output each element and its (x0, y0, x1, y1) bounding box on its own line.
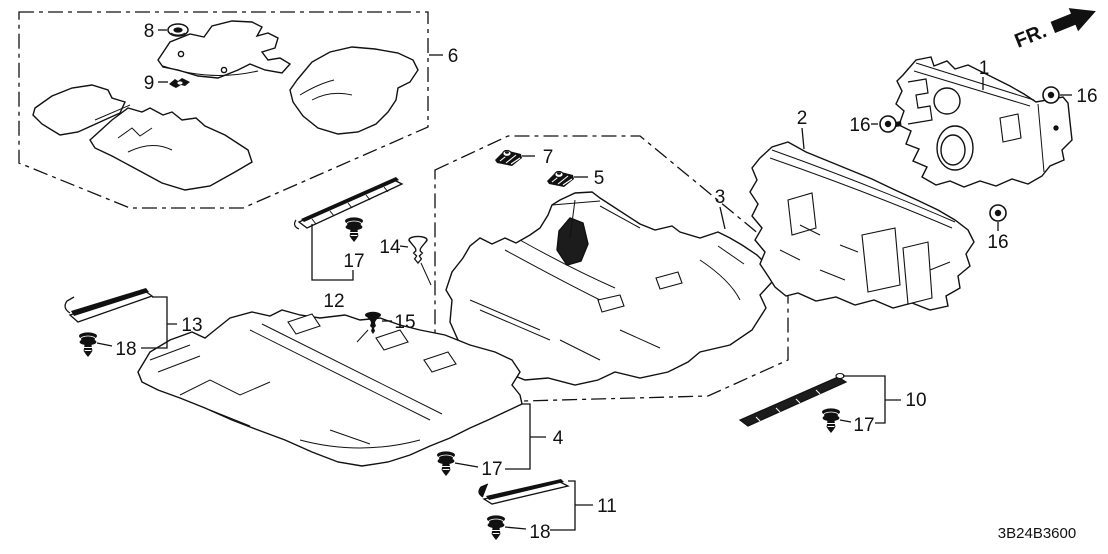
callout-10: 10 (905, 390, 926, 411)
part-drawing-3 (445, 191, 773, 386)
callout-5: 5 (594, 168, 605, 189)
callout-8: 8 (144, 21, 155, 42)
fr-label: FR. (1012, 20, 1050, 52)
flat-clip-icon-7 (494, 149, 523, 167)
part-drawing-11 (478, 479, 570, 505)
callout-16-right: 16 (1076, 86, 1097, 107)
part-drawing-12 (293, 177, 404, 230)
callout-12: 12 (323, 291, 344, 312)
callout-13: 13 (181, 315, 202, 336)
grommet-icon-16-right (1042, 86, 1060, 104)
callout-11: 11 (597, 496, 617, 517)
callout-4: 4 (553, 428, 564, 449)
part-drawing-4 (137, 309, 523, 467)
flat-clip-icon-5 (546, 170, 575, 188)
grommet-icon-16-lower (989, 204, 1007, 222)
callout-6: 6 (448, 46, 459, 67)
rivet-clip-icon-17-mid (344, 216, 364, 243)
part-drawing-6-front-mat-2 (289, 46, 419, 135)
leader-lines (96, 29, 1072, 531)
callout-14: 14 (379, 237, 401, 258)
callout-18-bottom: 18 (529, 522, 550, 543)
rivet-clip-icon-18-bottom (486, 514, 506, 541)
diagram-code: 3B24B3600 (998, 525, 1076, 542)
callout-1: 1 (979, 58, 990, 79)
callout-15: 15 (394, 312, 415, 333)
callout-17-floor: 17 (481, 459, 502, 480)
grommet-icon-16-left (879, 115, 903, 133)
spiky-clip-icon-9 (169, 78, 190, 88)
rivet-clip-icon-17-floor (436, 450, 456, 477)
callout-17-sill: 17 (853, 415, 874, 436)
callout-18-left: 18 (115, 339, 136, 360)
group-outline-6 (18, 11, 429, 209)
part-drawing-6-front-mat (157, 20, 292, 79)
callout-7: 7 (543, 147, 554, 168)
part-drawing-6-rear-mat (32, 84, 253, 191)
fr-direction-arrow: FR. (1012, 8, 1096, 53)
part-drawing-10 (738, 372, 848, 427)
push-clip-icon-14 (408, 235, 428, 264)
part-drawing-2 (749, 141, 975, 311)
callout-16-lower: 16 (987, 232, 1008, 253)
rivet-clip-icon-18-left (78, 331, 98, 358)
part-drawing-1 (895, 56, 1073, 188)
oval-grommet-icon-8 (167, 23, 189, 37)
callout-17-mid: 17 (343, 251, 364, 272)
rivet-clip-icon-17-sill (821, 407, 841, 434)
fr-arrow-icon (1050, 8, 1096, 34)
callout-16-left: 16 (849, 115, 870, 136)
callout-9: 9 (144, 73, 155, 94)
callout-2: 2 (797, 108, 808, 129)
callout-3: 3 (715, 187, 726, 208)
part-drawing-13 (64, 288, 154, 323)
